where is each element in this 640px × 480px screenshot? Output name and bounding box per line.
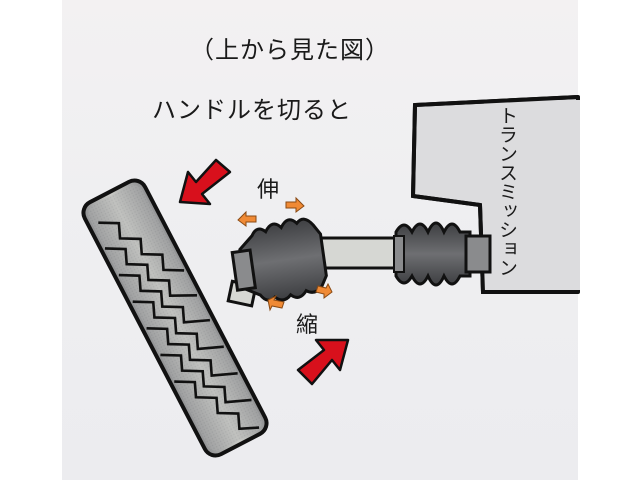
tire-tread-icon bbox=[81, 178, 269, 458]
compress-label: 縮 bbox=[296, 313, 319, 338]
orange-small-arrow-icon bbox=[237, 196, 333, 312]
cv-boot-inner-icon bbox=[393, 221, 492, 287]
red-arrow-up-right-icon bbox=[296, 338, 350, 386]
transmission-label: トランスミッション bbox=[496, 106, 518, 277]
red-arrow-down-left-icon bbox=[178, 158, 232, 206]
cv-boot-outer-icon bbox=[226, 217, 328, 308]
figure-subtitle: ハンドルを切ると bbox=[152, 96, 352, 124]
transmission-housing-icon bbox=[410, 95, 580, 294]
figure-title: （上から見た図） bbox=[190, 36, 390, 64]
stretch-label: 伸 bbox=[257, 178, 280, 203]
